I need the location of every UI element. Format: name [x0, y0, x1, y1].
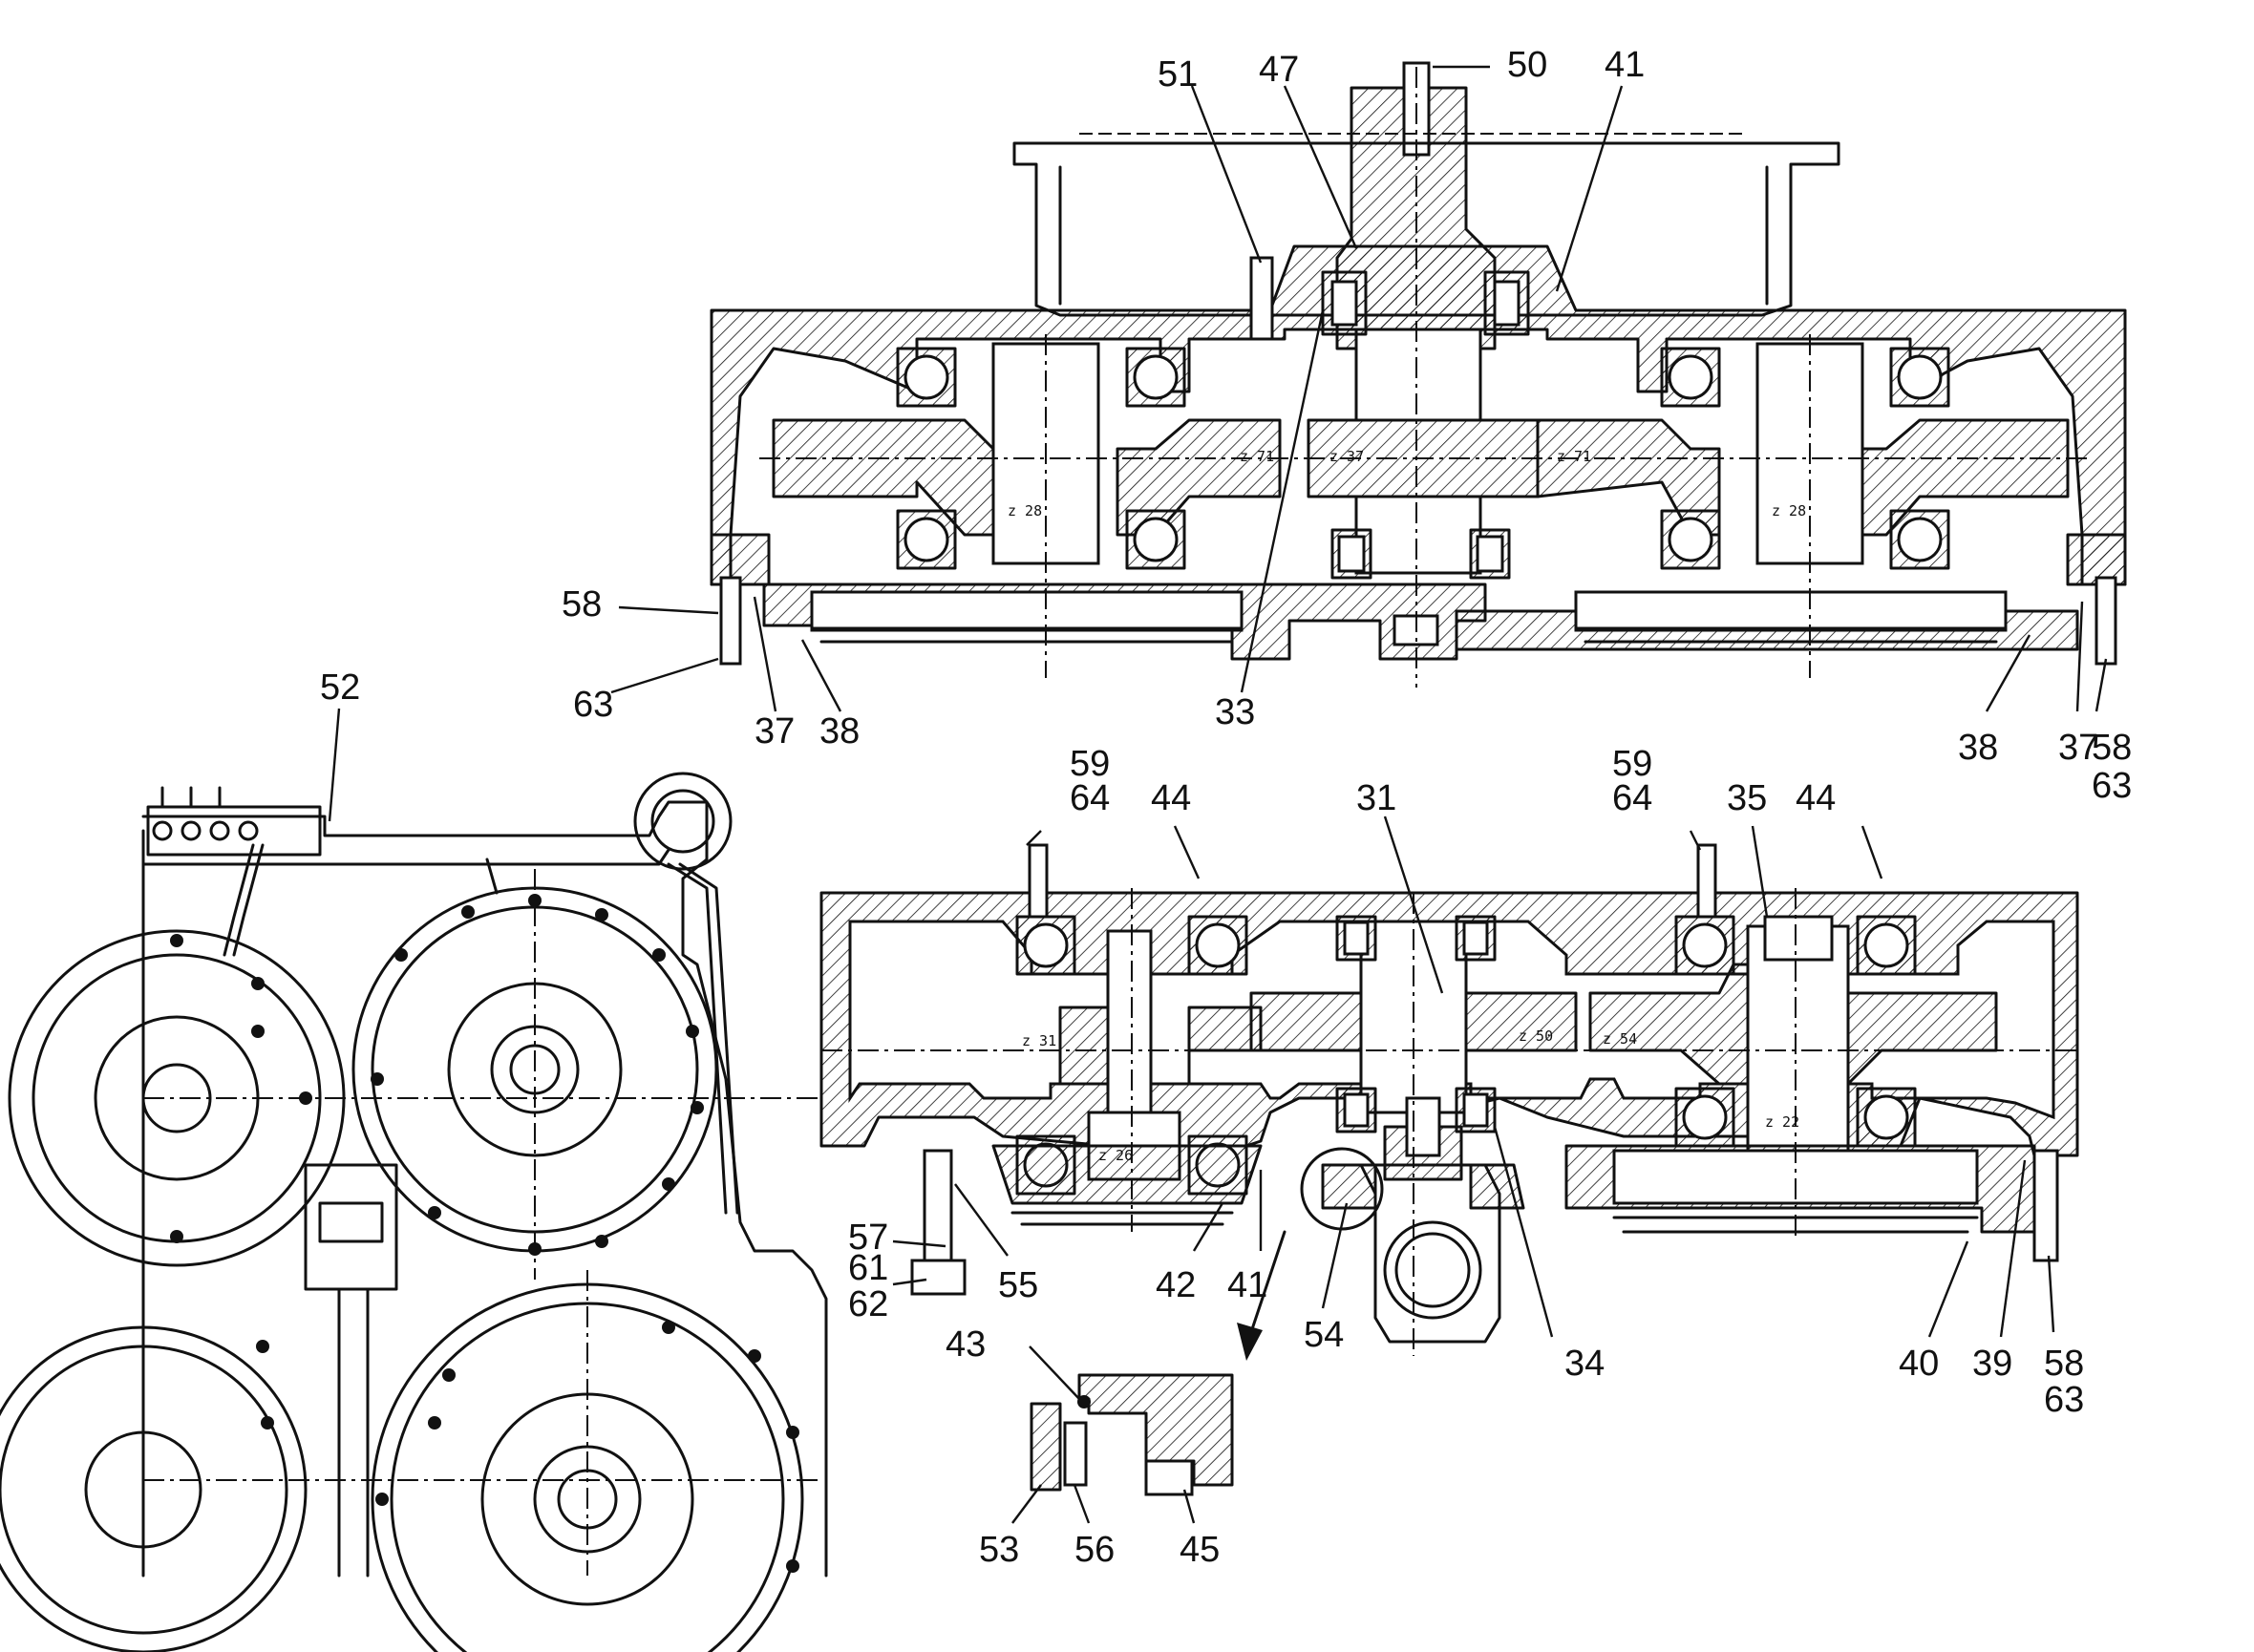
gear-mark-z22: z 22	[1765, 1113, 1799, 1131]
gear-mark-z31: z 31	[1022, 1032, 1056, 1049]
callout-41: 41	[1227, 1265, 1267, 1305]
gear-mark-z37: z 37	[1329, 448, 1364, 465]
gear-mark-z28-left: z 28	[1008, 502, 1042, 519]
callout-37: 37	[2058, 728, 2098, 768]
gear-mark-z50: z 50	[1519, 1027, 1553, 1045]
bearings-top-upper	[896, 270, 1950, 408]
gear-mark-z71-left: z 71	[1240, 448, 1274, 465]
callout-34: 34	[1564, 1344, 1605, 1384]
callout-35: 35	[1727, 778, 1767, 818]
callout-62: 62	[848, 1284, 888, 1324]
callout-31: 31	[1356, 778, 1396, 818]
top-section-view: z 71 z 37 z 71 z 28 z 28	[710, 61, 2127, 688]
callout-52: 52	[320, 667, 360, 708]
callout-44: 44	[1151, 778, 1191, 818]
callout-42: 42	[1156, 1265, 1196, 1305]
callout-43: 43	[946, 1324, 986, 1365]
callout-55: 55	[998, 1265, 1038, 1305]
gear-mark-z26: z 26	[1098, 1147, 1133, 1164]
callout-38: 38	[819, 711, 860, 752]
gear-mark-z71-right: z 71	[1557, 448, 1591, 465]
callout-41: 41	[1605, 45, 1645, 85]
callout-51: 51	[1158, 54, 1198, 95]
callout-39: 39	[1972, 1344, 2012, 1384]
callout-45: 45	[1180, 1530, 1220, 1570]
callout-50: 50	[1507, 45, 1547, 85]
gear-mark-z28-right: z 28	[1772, 502, 1806, 519]
bottom-section-view: z 31 z 50 z 54 z 26 z 22	[819, 843, 2079, 1356]
callout-38: 38	[1958, 728, 1998, 768]
callout-33: 33	[1215, 692, 1255, 732]
detail-view	[1030, 1230, 1286, 1496]
left-elevation-view	[0, 772, 828, 1652]
leader-lines	[328, 65, 2108, 1524]
callout-61: 61	[848, 1248, 888, 1288]
callout-63: 63	[573, 685, 613, 725]
callout-59: 59	[1612, 744, 1652, 784]
callout-54: 54	[1304, 1315, 1344, 1355]
gear-mark-z54: z 54	[1603, 1030, 1637, 1048]
callout-labels: 50 51 47 41 58 63 37 38 33 38 37 58 63 5…	[320, 45, 2132, 1570]
callout-47: 47	[1259, 50, 1299, 90]
callout-56: 56	[1074, 1530, 1115, 1570]
callout-63: 63	[2092, 766, 2132, 806]
callout-37: 37	[755, 711, 795, 752]
callout-58: 58	[2044, 1344, 2084, 1384]
callout-44: 44	[1796, 778, 1836, 818]
callout-58: 58	[562, 584, 602, 625]
callout-64: 64	[1070, 778, 1110, 818]
callout-63: 63	[2044, 1380, 2084, 1420]
callout-58: 58	[2092, 728, 2132, 768]
callout-57: 57	[848, 1218, 888, 1258]
callout-64: 64	[1612, 778, 1652, 818]
callout-40: 40	[1899, 1344, 1939, 1384]
callout-53: 53	[979, 1530, 1019, 1570]
bearings-top-lower	[896, 509, 1950, 580]
callout-59: 59	[1070, 744, 1110, 784]
